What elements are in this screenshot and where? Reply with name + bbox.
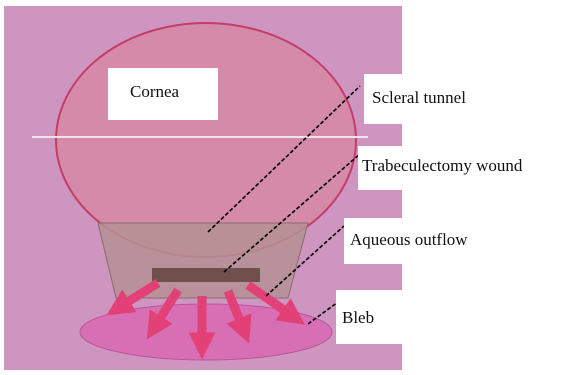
scleral-tunnel-label: Scleral tunnel bbox=[364, 74, 496, 124]
cornea-shape bbox=[56, 23, 356, 257]
trabeculectomy-wound-shape bbox=[152, 268, 260, 282]
trabeculectomy-wound-label: Trabeculectomy wound bbox=[358, 146, 572, 190]
cornea-label: Cornea bbox=[108, 68, 218, 120]
bleb-label: Bleb bbox=[336, 290, 402, 344]
aqueous-outflow-label: Aqueous outflow bbox=[344, 218, 514, 264]
